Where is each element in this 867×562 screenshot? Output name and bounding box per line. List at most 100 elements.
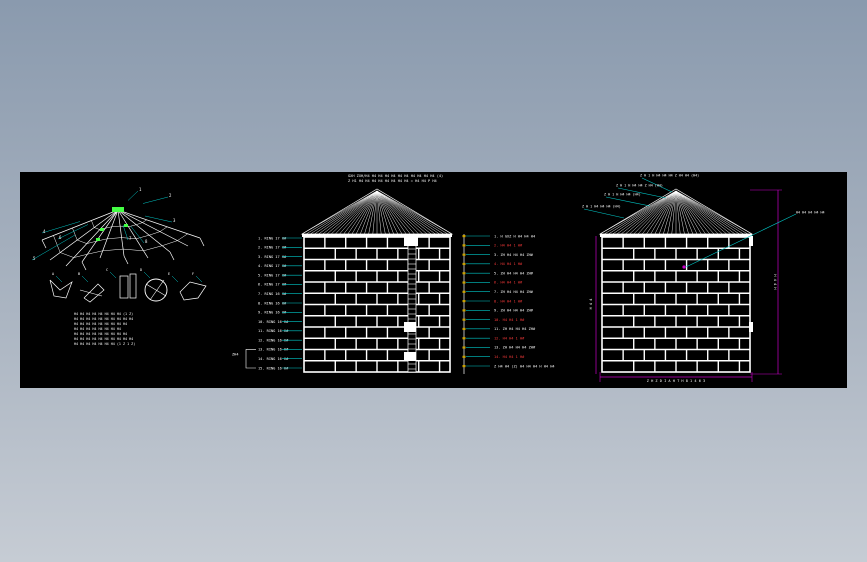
roof-rib [310, 190, 378, 235]
roof-rib [376, 190, 432, 235]
roof-rib [339, 190, 378, 235]
eave-band [302, 234, 452, 237]
ring-label: 14. RING 16 H# [258, 357, 289, 361]
spec-marker [462, 309, 466, 312]
truss-leader [41, 221, 81, 234]
detail-leader [171, 275, 179, 283]
truss-callout: 7 [129, 236, 132, 241]
spec-label: 8. H4 H4 1 H# [494, 299, 523, 303]
detail-label: B [78, 272, 80, 276]
truss-rafter [117, 209, 189, 247]
roof-rib [663, 190, 677, 235]
truss-purlin [53, 233, 188, 258]
roof-rib [620, 190, 677, 235]
roof-rib [646, 190, 677, 235]
spec-marker [462, 318, 466, 321]
spec-marker [462, 235, 466, 238]
truss-rafter [99, 209, 119, 259]
truss-leader [130, 226, 145, 244]
spec-label: 9. ZH H4 H4 H4 ZH# [494, 309, 534, 313]
detail-clip [83, 283, 105, 303]
detail-label: E [168, 272, 170, 276]
spec-label: 5. ZH H4 H4 H4 ZH# [494, 271, 534, 275]
roof-rib [376, 190, 415, 235]
roof-rib [322, 190, 378, 235]
roof-rib [376, 190, 428, 235]
truss-rafter [65, 209, 119, 267]
truss-callout: 3 [173, 218, 176, 223]
side-callout-leader [685, 213, 797, 268]
roof-rib [650, 190, 677, 235]
roof-rib [351, 190, 378, 235]
roof-rib [637, 190, 677, 235]
roof-rib [314, 190, 378, 235]
detail-channel [119, 275, 129, 299]
roof-rib [671, 190, 677, 235]
truss-rafter [41, 209, 119, 241]
truss-leg [81, 261, 87, 271]
roof-rib [376, 190, 390, 235]
detail-flange-bar [149, 279, 165, 301]
ring-label: 15. RING 16 H# [258, 366, 289, 370]
roof-rib [675, 190, 740, 235]
truss-callout: 4 [43, 229, 46, 234]
truss-connector [124, 224, 128, 227]
truss-rafter [117, 209, 201, 239]
elevation-header-line: GXH ZXH/H4 H4 H4 H4 H4 H4 H4 H4 H4 H4 H4… [348, 174, 443, 178]
roof-rib [658, 190, 677, 235]
roof-rib [376, 190, 386, 235]
roof-rib [376, 190, 448, 235]
truss-rafter [81, 209, 119, 263]
ring-label: 12. RING 16 H# [258, 338, 289, 342]
silo-dimensions: Z H Z D I A H T H 8 1 4 6 3H 4 4 HH 4 4 [589, 189, 782, 383]
truss-callout: 8 [145, 239, 148, 244]
truss-connector [96, 238, 100, 241]
spec-label: 13. ZH H4 H4 H4 ZH# [494, 346, 536, 350]
truss-rafter [117, 209, 125, 257]
spec-labels: 1. H GXZ H H4 H4 H42. H4 H4 1 H#3. ZH H4… [462, 234, 555, 374]
roof-rib [368, 190, 378, 235]
roof-rib [343, 190, 378, 235]
roof-callout-text: Z H 1 H H4 H4 (H4) [604, 192, 641, 196]
detail-leader [195, 275, 203, 283]
truss-callout: 2 [169, 193, 172, 198]
spec-marker [462, 365, 466, 368]
spec-marker [462, 355, 466, 358]
spec-marker [462, 262, 466, 266]
spec-label: 12. H4 H4 1 H# [494, 336, 525, 340]
spec-marker [462, 327, 466, 331]
truss-note-line: H4 H4 H4 H4 H4 H4 H4 H4 [74, 327, 121, 331]
truss-leader [122, 224, 129, 241]
roof-rib [376, 190, 423, 235]
roof-rib [376, 190, 382, 235]
roof-rib [599, 190, 677, 235]
roof-rib [633, 190, 677, 235]
silo-elevation-right [598, 188, 754, 373]
roof-callout-leader [605, 196, 651, 207]
ring-label: 5. RING 17 H# [258, 273, 287, 277]
roof-rib [675, 190, 715, 235]
ring-bracket-label: ZH4 [232, 352, 239, 356]
roof-rib [675, 190, 719, 235]
ring-label: 1. RING 17 H# [258, 236, 287, 240]
detail-label: D [140, 268, 142, 272]
roof-rib [616, 190, 677, 235]
dim-left-text: H 4 4 [589, 299, 593, 310]
detail-cap [179, 281, 207, 301]
truss-note-line: H4 H4 H4 H4 H4 H4 H4 (1 Z 1 Z) [74, 342, 135, 346]
spec-marker [462, 281, 466, 284]
truss-leg [123, 255, 129, 265]
roof-rib [612, 190, 677, 235]
spec-marker [462, 290, 466, 293]
side-bracket [749, 236, 753, 246]
ring-label: 10. RING 16 H# [258, 320, 289, 324]
roof-rib [675, 190, 723, 235]
detail-channel [129, 273, 137, 299]
roof-rib [372, 190, 378, 235]
roof-rib [376, 190, 444, 235]
roof-rib [675, 190, 753, 235]
roof-callout-text: Z H 1 H H4 H4 Z H4 (H4) [616, 183, 663, 187]
truss-callout: 5 [33, 256, 36, 261]
